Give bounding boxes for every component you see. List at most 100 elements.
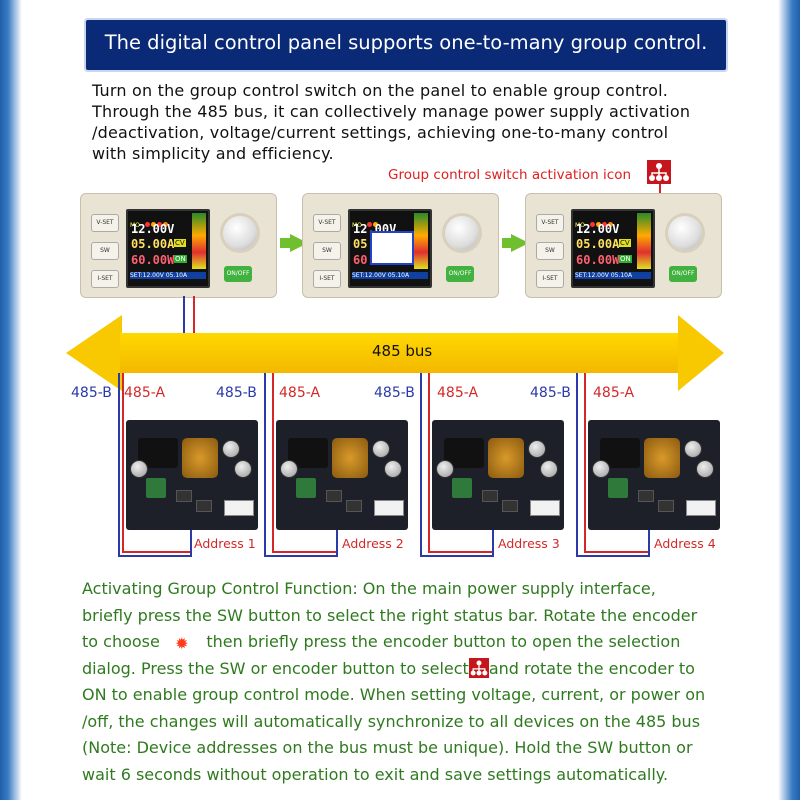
connector — [530, 500, 560, 516]
bus-label: 485 bus — [372, 342, 433, 360]
iset-button[interactable]: I-SET — [91, 270, 119, 288]
wire-label-b: 485-B — [71, 385, 112, 401]
encoder-knob[interactable] — [445, 216, 479, 250]
onoff-button[interactable]: ON/OFF — [224, 266, 252, 282]
encoder-knob[interactable] — [668, 216, 702, 250]
capacitor — [592, 460, 610, 478]
state-badge: ON — [619, 255, 632, 263]
bus-wire-a — [122, 373, 124, 551]
wire-label-a: 485-A — [437, 385, 479, 401]
sw-button[interactable]: SW — [91, 242, 119, 260]
board-wire-a — [584, 551, 650, 553]
chip — [482, 490, 498, 502]
chip — [176, 490, 192, 502]
coil — [488, 438, 524, 478]
title-banner: The digital control panel supports one-t… — [86, 20, 726, 70]
connector — [374, 500, 404, 516]
onoff-button[interactable]: ON/OFF — [669, 266, 697, 282]
group-control-callout-label: Group control switch activation icon — [388, 167, 632, 183]
power-panel-2: V-SET SW I-SET MO 12.00V 05.00A 60.00W S… — [302, 193, 499, 298]
converter-board-2 — [276, 420, 408, 530]
instruction-line: Activating Group Control Function: On th… — [82, 579, 656, 598]
instruction-line: ON to enable group control mode. When se… — [82, 685, 706, 704]
board-wire-a — [122, 551, 192, 553]
chip — [638, 490, 654, 502]
converter-board-3 — [432, 420, 564, 530]
board-wire-b — [648, 520, 650, 557]
wire-label-b: 485-B — [216, 385, 257, 401]
wire-label-b: 485-B — [374, 385, 415, 401]
power-panel-1: V-SET SW I-SET MO 12.00V 05.00A 60.00W C… — [80, 193, 277, 298]
capacitor — [222, 440, 240, 458]
status-text: MO — [575, 222, 585, 229]
address-label: Address 2 — [342, 536, 404, 551]
status-bar: MO — [130, 212, 190, 229]
capacitor — [280, 460, 298, 478]
flow-arrow-stem — [502, 238, 512, 248]
bus-wire-b — [118, 373, 120, 555]
capacitor — [528, 440, 546, 458]
board-wire-b — [118, 555, 192, 557]
selection-dialog — [370, 231, 414, 265]
vset-button[interactable]: V-SET — [91, 214, 119, 232]
panel-screen: MO 12.00V 05.00A 60.00W CV ON SET:12.00V… — [126, 209, 210, 288]
group-control-icon — [468, 657, 489, 678]
voltage-readout: 12.00V — [576, 222, 620, 236]
power-readout: 60.00W — [576, 253, 620, 267]
chip — [502, 500, 518, 512]
converter-board-1 — [126, 420, 258, 530]
bus-wire-a — [428, 373, 430, 551]
capacitor — [130, 460, 148, 478]
wire-label-a: 485-A — [279, 385, 321, 401]
bus-wire-a — [584, 373, 586, 551]
status-sidebar — [637, 213, 651, 269]
wire-label-b: 485-B — [530, 385, 571, 401]
instruction-line: (Note: Device addresses on the bus must … — [82, 738, 693, 757]
intro-line: /deactivation, voltage/current settings,… — [92, 123, 669, 142]
set-line: SET:12.00V 05.10A — [352, 272, 428, 279]
onoff-button[interactable]: ON/OFF — [446, 266, 474, 282]
connector — [224, 500, 254, 516]
vset-button[interactable]: V-SET — [313, 214, 341, 232]
instruction-line: briefly press the SW button to select th… — [82, 605, 698, 625]
status-text: MO — [130, 222, 140, 229]
coil — [644, 438, 680, 478]
capacitor — [540, 460, 558, 478]
status-sidebar — [192, 213, 206, 269]
board-wire-b — [576, 555, 650, 557]
vset-button[interactable]: V-SET — [536, 214, 564, 232]
intro-line: Turn on the group control switch on the … — [92, 81, 669, 100]
intro-paragraph: Turn on the group control switch on the … — [92, 80, 742, 164]
address-label: Address 1 — [194, 536, 256, 551]
bus-wire-b — [576, 373, 578, 555]
instruction-text: dialog. Press the SW or encoder button t… — [82, 658, 469, 678]
encoder-knob[interactable] — [223, 216, 257, 250]
instruction-text: then briefly press the encoder button to… — [206, 632, 681, 651]
sw-button[interactable]: SW — [536, 242, 564, 260]
capacitor — [684, 440, 702, 458]
sw-button[interactable]: SW — [313, 242, 341, 260]
voltage-readout: 12.00V — [131, 222, 175, 236]
panel-wire-b — [183, 296, 185, 336]
status-text: MO — [352, 222, 362, 229]
set-line: SET:12.00V 05.10A — [575, 272, 651, 279]
board-wire-b — [420, 555, 494, 557]
power-panel-3: V-SET SW I-SET MO 12.00V 05.00A 60.00W C… — [525, 193, 722, 298]
set-line: SET:12.00V 05.10A — [130, 272, 206, 279]
iset-button[interactable]: I-SET — [313, 270, 341, 288]
capacitor — [234, 460, 252, 478]
intro-line: with simplicity and efficiency. — [92, 144, 334, 163]
wire-label-a: 485-A — [124, 385, 166, 401]
power-readout: 60.00W — [131, 253, 175, 267]
board-wire-a — [272, 551, 338, 553]
address-label: Address 4 — [654, 536, 716, 551]
mode-badge: CV — [619, 239, 631, 247]
group-control-icon — [647, 160, 671, 184]
green-component — [452, 478, 472, 498]
mode-badge: CV — [174, 239, 186, 247]
iset-button[interactable]: I-SET — [536, 270, 564, 288]
chip — [658, 500, 674, 512]
current-readout: 05.00A — [576, 237, 620, 251]
instruction-paragraph: Activating Group Control Function: On th… — [82, 576, 742, 788]
banner-title: The digital control panel supports one-t… — [104, 31, 708, 54]
